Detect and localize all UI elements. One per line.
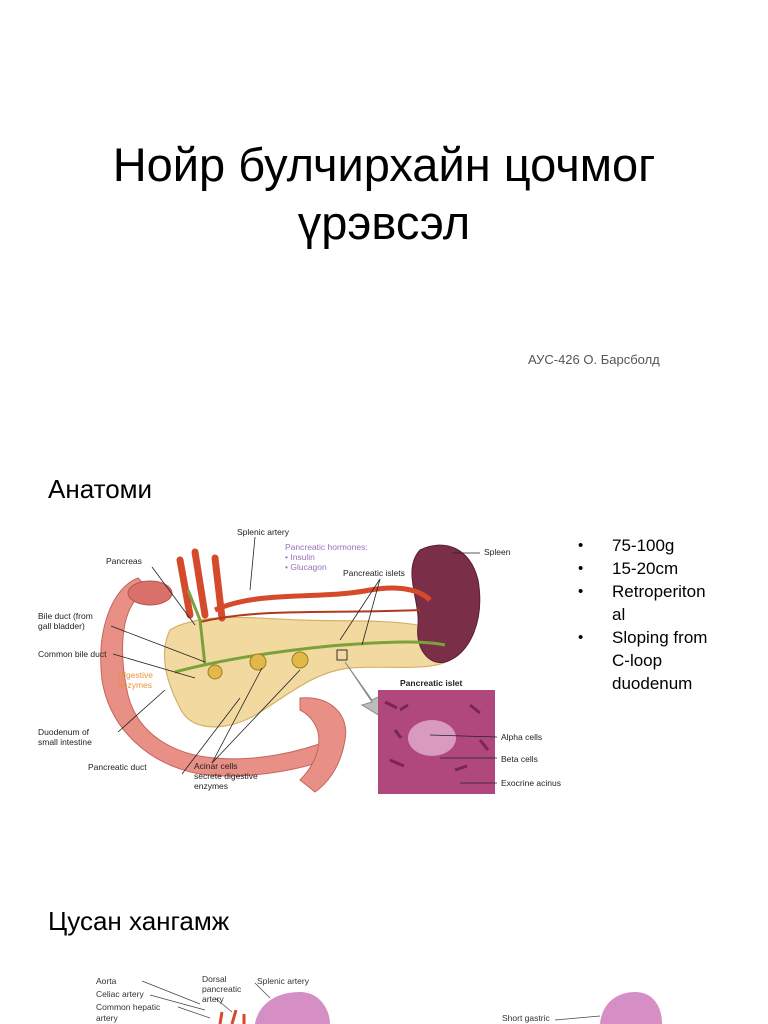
label-acinar-3: enzymes	[194, 781, 228, 791]
splenic-artery-vessel	[213, 585, 432, 613]
bullet-text-line: Retroperiton	[612, 582, 706, 601]
artery-stubs	[218, 1009, 246, 1024]
label-exocrine-acinus: Exocrine acinus	[501, 778, 561, 788]
label-pancreatic-hormones: Pancreatic hormones:	[285, 542, 368, 552]
label-dorsal-3: artery	[202, 994, 224, 1004]
spleen-shape-left	[255, 992, 330, 1024]
title-slide: Нойр булчирхайн цочмог үрэвсэл АУС-426 О…	[0, 0, 768, 440]
bile-duct-line	[186, 589, 207, 666]
label-splenic-artery: Splenic artery	[237, 527, 290, 537]
bullet-text-line: C-loop	[612, 651, 663, 670]
label-celiac-artery: Celiac artery	[96, 989, 144, 999]
bullet-item: 75-100g	[578, 534, 728, 557]
label-beta-cells: Beta cells	[501, 754, 538, 764]
islet-marker-1	[291, 651, 309, 669]
label-insulin: • Insulin	[285, 552, 315, 562]
figure-labels: Splenic artery Pancreas Pancreatic hormo…	[38, 527, 561, 791]
label-acinar-2: secrete digestive	[194, 771, 258, 781]
label-spleen: Spleen	[484, 547, 511, 557]
blood-supply-figure: Aorta Celiac artery Common hepatic arter…	[96, 974, 662, 1024]
slide-title: Нойр булчирхайн цочмог үрэвсэл	[0, 136, 768, 252]
label-pancreas: Pancreas	[106, 556, 142, 566]
figure-labels: Aorta Celiac artery Common hepatic arter…	[96, 974, 550, 1023]
slide-heading: Анатоми	[48, 474, 153, 504]
bullet-text: 75-100g	[612, 536, 675, 555]
label-bile-duct-2: gall bladder)	[38, 621, 85, 631]
label-splenic-artery: Splenic artery	[257, 976, 310, 986]
label-digestive-2: enzymes	[118, 680, 152, 690]
pancreas-body	[164, 616, 456, 728]
label-acinar-1: Acinar cells	[194, 761, 237, 771]
label-pancreatic-islets: Pancreatic islets	[343, 568, 405, 578]
bullet-item: Retroperiton al	[578, 580, 728, 626]
label-duodenum-1: Duodenum of	[38, 727, 90, 737]
label-aorta: Aorta	[96, 976, 117, 986]
anatomy-bullet-list: 75-100g 15-20cm Retroperiton al Sloping …	[578, 534, 728, 695]
blood-supply-slide: Цусан хангамж Aorta Celiac artery Common…	[0, 880, 768, 1024]
bullet-text-line: Sloping from	[612, 628, 708, 647]
bullet-text: 15-20cm	[612, 559, 679, 578]
pancreas-anatomy-figure: Splenic artery Pancreas Pancreatic hormo…	[38, 527, 561, 794]
leader-lines	[141, 980, 601, 1021]
label-common-hepatic-1: Common hepatic	[96, 1002, 161, 1012]
label-pancreatic-islet: Pancreatic islet	[400, 678, 463, 688]
title-line-2: үрэвсэл	[297, 196, 471, 250]
label-digestive-1: Digestive	[118, 670, 153, 680]
slide-heading: Цусан хангамж	[48, 906, 230, 936]
label-dorsal-1: Dorsal	[202, 974, 227, 984]
pancreatic-vein	[199, 609, 421, 623]
duodenum-opening	[127, 580, 173, 606]
label-dorsal-2: pancreatic	[202, 984, 242, 994]
anatomy-slide: Анатоми	[0, 440, 768, 880]
spleen-shape	[411, 544, 481, 664]
label-alpha-cells: Alpha cells	[501, 732, 542, 742]
label-short-gastric: Short gastric	[502, 1013, 550, 1023]
bullet-item: Sloping from C-loop duodenum	[578, 626, 728, 695]
label-glucagon: • Glucagon	[285, 562, 327, 572]
islet-histology	[408, 720, 456, 756]
label-common-hepatic-2: artery	[96, 1013, 118, 1023]
label-common-bile-duct: Common bile duct	[38, 649, 107, 659]
author-subtitle: АУС-426 О. Барсболд	[528, 352, 660, 367]
bullet-text-line: al	[612, 605, 626, 624]
histology-texture	[384, 700, 490, 772]
bullet-text-line: duodenum	[612, 674, 693, 693]
label-bile-duct-1: Bile duct (from	[38, 611, 93, 621]
title-line-1: Нойр булчирхайн цочмог	[112, 138, 656, 192]
zoom-arrow	[344, 661, 381, 717]
leader-lines	[110, 536, 498, 784]
intestine-loop	[299, 697, 347, 793]
islet-marker-3	[207, 664, 223, 680]
islet-marker-2	[249, 653, 267, 671]
label-duodenum-2: small intestine	[38, 737, 92, 747]
spleen-shape-right	[600, 992, 662, 1024]
islet-zoom-box	[336, 649, 348, 661]
label-pancreatic-duct: Pancreatic duct	[88, 762, 147, 772]
bullet-item: 15-20cm	[578, 557, 728, 580]
pancreatic-duct-line	[174, 640, 446, 674]
